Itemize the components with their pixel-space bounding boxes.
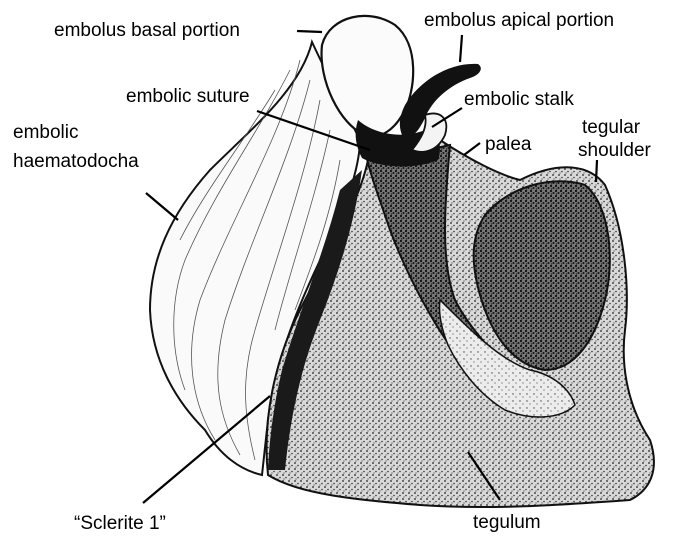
label-embolic-suture: embolic suture [126, 86, 250, 108]
label-tegular-shoulder-line1: tegular [582, 117, 640, 139]
label-palea: palea [485, 134, 532, 156]
label-tegulum: tegulum [473, 512, 541, 534]
leader-tegular-shoulder [596, 160, 597, 182]
label-embolic-haematodocha-line2: haematodocha [13, 151, 139, 173]
leader-embolus-basal [297, 31, 322, 32]
label-embolus-basal-portion: embolus basal portion [54, 20, 240, 42]
label-embolic-stalk: embolic stalk [464, 89, 574, 111]
leader-embolus-apical [460, 35, 462, 62]
leader-palea [464, 143, 480, 155]
label-embolus-apical-portion: embolus apical portion [424, 10, 614, 32]
label-tegular-shoulder-line2: shoulder [578, 140, 651, 162]
leader-embolic-haematodocha [146, 193, 178, 220]
label-embolic-haematodocha-line1: embolic [13, 122, 78, 144]
label-sclerite-1: “Sclerite 1” [74, 513, 166, 535]
